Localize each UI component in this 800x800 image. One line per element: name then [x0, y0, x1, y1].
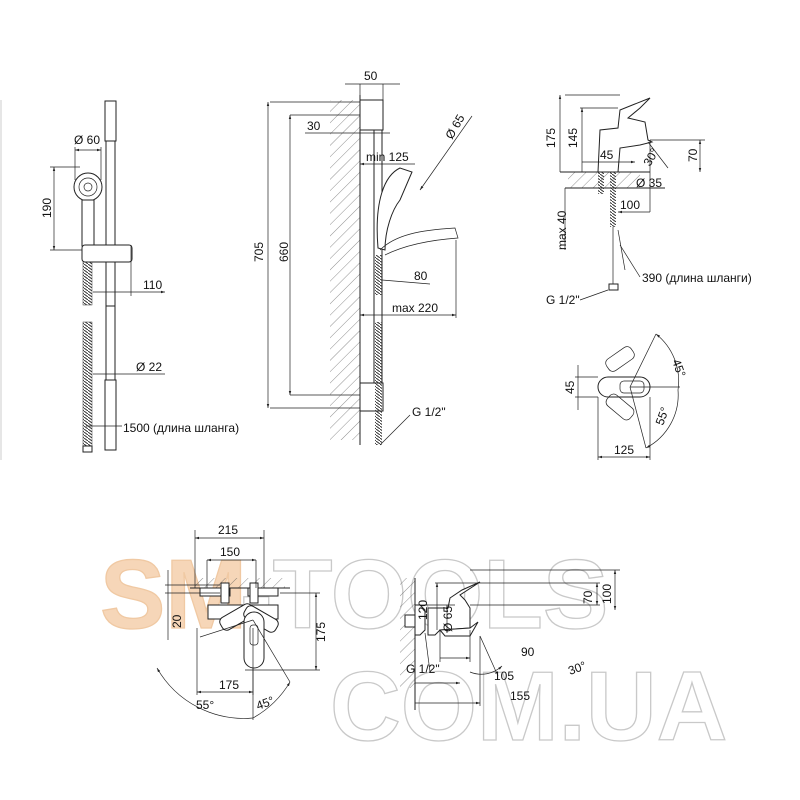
eccentric-left	[220, 582, 230, 604]
mixer-body	[597, 97, 654, 173]
watermark-tools: -TOOLS	[240, 539, 608, 649]
dim-rail-diameter: Ø 22	[136, 360, 162, 374]
flange-right	[247, 587, 279, 597]
dim-thread: G 1/2"	[412, 405, 446, 419]
dim-width: 175	[219, 678, 239, 692]
dim-head-height: 190	[40, 198, 54, 218]
eccentric	[404, 614, 416, 628]
basin-mixer-side-view	[558, 94, 705, 301]
dim-angle: 30°	[566, 658, 588, 677]
dim-angle-left: 55°	[196, 698, 214, 712]
handle	[81, 199, 95, 247]
dim-max-projection: max 220	[392, 301, 438, 315]
dim-hose-length: 390 (длина шланги)	[642, 271, 752, 285]
dim-eccentric-offset: 20	[170, 614, 184, 628]
dim-spout-90: 90	[521, 645, 535, 659]
dim-center-spacing: 150	[220, 545, 240, 559]
dim-spout-angle: 30°	[640, 146, 661, 169]
dim-head-diameter: Ø 60	[74, 133, 100, 147]
dim-spout-height: 145	[566, 128, 580, 148]
dim-angle-up: 45°	[669, 357, 688, 379]
dim-thread: G 1/2"	[406, 662, 440, 676]
dim-reach-155: 155	[510, 689, 530, 703]
dim-bracket-depth: 50	[364, 69, 378, 83]
dim-hose-length: 1500 (длина шланга)	[123, 421, 239, 435]
dim-length: 125	[614, 443, 634, 457]
eccentric-right	[249, 582, 259, 604]
dim-head-diameter: Ø 65	[442, 112, 467, 142]
hose-nut	[608, 283, 619, 291]
wall-hatch	[195, 578, 285, 588]
dim-max-thickness: max 40	[555, 210, 569, 250]
dim-height-100: 100	[600, 584, 614, 604]
hose-lower	[82, 321, 93, 448]
top-bracket	[359, 99, 384, 131]
hand-shower-swivel	[379, 227, 459, 256]
wall-hatch	[400, 578, 415, 688]
flex-hoses	[612, 227, 626, 285]
bath-mixer-side-view	[400, 569, 620, 710]
mixer-body	[427, 581, 481, 636]
dim-max-spacing: 215	[218, 523, 238, 537]
rail-bottom-cap	[104, 379, 117, 451]
holder	[81, 244, 133, 263]
rail-top-cap	[104, 100, 117, 142]
spout	[438, 621, 479, 637]
dim-reach-105: 105	[494, 669, 514, 683]
dim-outlet-height: 70	[686, 148, 700, 162]
watermark-domain: COM.UA	[330, 651, 727, 761]
dim-width: 45	[563, 380, 577, 394]
shower-head	[73, 172, 103, 202]
dim-height-120: 120	[416, 600, 430, 620]
dim-bracket-offset: 30	[307, 119, 321, 133]
dim-holder-size: 80	[414, 269, 428, 283]
dim-mount-spacing: 660	[277, 242, 291, 262]
dim-hole-diameter: Ø 35	[636, 176, 662, 190]
supply-pipe-2	[610, 172, 616, 227]
shower-set-front-view	[50, 100, 165, 453]
bath-mixer-front-view	[156, 530, 320, 720]
dim-spout-reach: 100	[620, 198, 640, 212]
dim-angle-right: 45°	[254, 693, 276, 712]
dim-body-width: 45	[600, 148, 614, 162]
wall-hatch	[330, 100, 360, 440]
dim-total-height: 705	[252, 242, 266, 262]
hand-shower	[376, 167, 413, 251]
flange-left	[199, 587, 231, 597]
hose-nut	[82, 445, 93, 453]
dim-thread: G 1/2"	[546, 293, 580, 307]
hose-upper	[375, 255, 382, 295]
hose-upper	[82, 261, 93, 306]
basin-mixer-top-view	[575, 333, 680, 460]
dim-total-height: 175	[544, 128, 558, 148]
shower-set-side-view	[266, 83, 473, 446]
dim-min-projection: min 125	[366, 150, 409, 164]
dim-height: 175	[314, 622, 328, 642]
dim-angle-down: 55°	[653, 405, 672, 427]
rail	[105, 140, 116, 307]
hose-lower	[375, 322, 382, 445]
dim-height-70: 70	[581, 590, 595, 604]
dim-flange-diameter: Ø 65	[441, 606, 455, 632]
dim-holder-offset: 110	[143, 278, 162, 292]
supply-pipe-1	[598, 172, 604, 194]
handle	[243, 611, 265, 669]
